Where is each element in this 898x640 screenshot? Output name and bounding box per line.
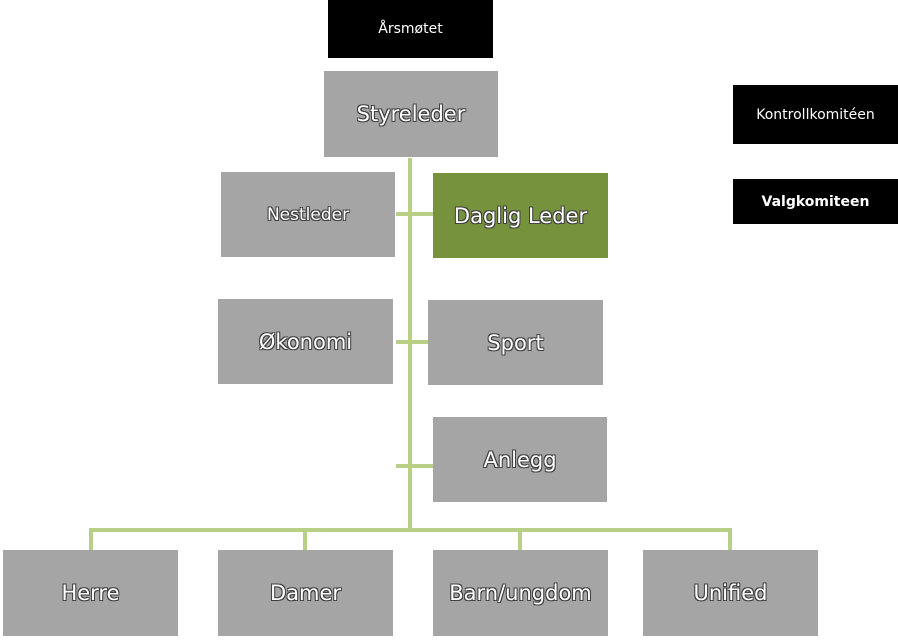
connector-drop-unified <box>728 528 732 550</box>
barn-ungdom-box: Barn/ungdom <box>433 550 608 636</box>
connector-row1 <box>396 212 434 216</box>
valgkomiteen-label: Valgkomiteen <box>761 193 870 210</box>
damer-label: Damer <box>269 581 342 605</box>
unified-box: Unified <box>643 550 818 636</box>
connector-row3 <box>396 464 434 468</box>
anlegg-label: Anlegg <box>483 447 557 472</box>
daglig-leder-label: Daglig Leder <box>453 203 588 228</box>
nestleder-box: Nestleder <box>221 172 395 257</box>
anlegg-box: Anlegg <box>433 417 607 502</box>
connector-drop-herre <box>89 528 93 550</box>
okonomi-box: Økonomi <box>218 299 393 384</box>
damer-box: Damer <box>218 550 393 636</box>
herre-box: Herre <box>3 550 178 636</box>
kontrollkomiteen-box: Kontrollkomitéen <box>733 85 898 144</box>
okonomi-label: Økonomi <box>258 329 353 354</box>
kontrollkomiteen-label: Kontrollkomitéen <box>756 106 875 123</box>
connector-drop-damer <box>303 528 307 550</box>
connector-spine <box>408 158 412 530</box>
barn-ungdom-label: Barn/ungdom <box>449 581 592 605</box>
unified-label: Unified <box>693 581 768 605</box>
herre-label: Herre <box>61 581 120 605</box>
arsmotet-label: Årsmøtet <box>378 21 443 37</box>
arsmotet-box: Årsmøtet <box>328 0 493 58</box>
styreleder-label: Styreleder <box>356 102 466 126</box>
daglig-leder-box: Daglig Leder <box>433 173 608 258</box>
sport-box: Sport <box>428 300 603 385</box>
connector-drop-barn <box>518 528 522 550</box>
sport-label: Sport <box>487 330 544 355</box>
valgkomiteen-box: Valgkomiteen <box>733 179 898 224</box>
styreleder-box: Styreleder <box>324 71 498 157</box>
connector-row2 <box>396 340 430 344</box>
nestleder-label: Nestleder <box>266 204 350 225</box>
connector-bottom-bar <box>89 528 732 532</box>
